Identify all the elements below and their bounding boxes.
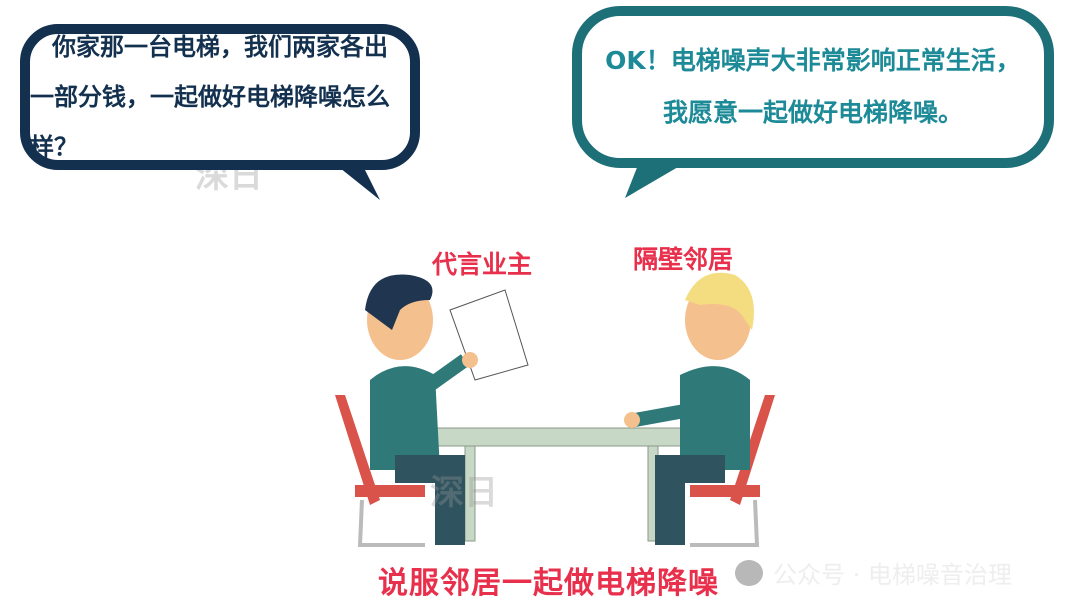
right-person — [624, 272, 754, 545]
wechat-icon — [735, 559, 763, 586]
right-bubble-line-2: 我愿意一起做好电梯降噪。 — [662, 98, 963, 127]
right-bubble-tail — [625, 160, 690, 198]
caption: 说服邻居一起做电梯降噪 — [378, 566, 719, 601]
watermark-text: 公众号 · 电梯噪音治理 — [773, 561, 1012, 589]
left-bubble-tail — [330, 160, 380, 200]
watermark-logo: 深日 — [430, 473, 498, 513]
right-person-label: 隔壁邻居 — [633, 245, 734, 274]
watermark: 公众号 · 电梯噪音治理 — [735, 555, 1012, 590]
left-bubble-line-2: 一部分钱，一起做好电梯降噪怎么样？ — [30, 83, 390, 161]
left-chair — [335, 395, 425, 547]
right-speech-bubble: OK！电梯噪声大非常影响正常生活， 我愿意一起做好电梯降噪。 — [572, 6, 1054, 168]
left-person-label: 代言业主 — [432, 250, 533, 279]
right-bubble-line-1: OK！电梯噪声大非常影响正常生活， — [605, 46, 1021, 75]
table — [429, 427, 691, 542]
right-chair — [690, 395, 775, 547]
left-bubble-line-1: 你家那一台电梯，我们两家各出 — [52, 33, 388, 61]
left-speech-bubble: 你家那一台电梯，我们两家各出 一部分钱，一起做好电梯降噪怎么样？ — [20, 24, 420, 170]
left-person — [365, 274, 529, 545]
